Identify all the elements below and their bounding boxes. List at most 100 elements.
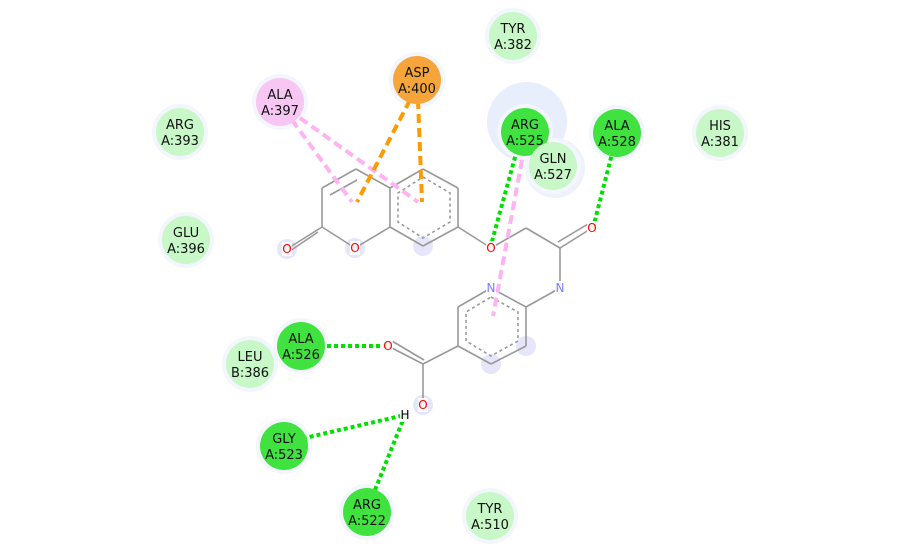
atom-label: O [418, 398, 427, 412]
atom-bg [383, 339, 393, 353]
residue-chain: A:397 [261, 104, 299, 119]
residue-chain: A:381 [701, 135, 739, 150]
bond [321, 226, 356, 249]
bond [422, 168, 459, 189]
atom-label: N [487, 281, 496, 295]
double-bond [286, 231, 319, 254]
residue-disc [226, 340, 274, 388]
residue-disc [393, 56, 441, 104]
bond [457, 345, 492, 365]
residue-disc [593, 109, 641, 157]
residue-chain: A:528 [598, 135, 636, 150]
residue-chain: A:523 [265, 448, 303, 463]
atom-bg [555, 281, 565, 295]
residue-disc [489, 12, 537, 60]
residue-name: TYR [500, 22, 526, 37]
residue-chain: A:400 [398, 82, 436, 97]
interaction-pi-anion [416, 99, 424, 203]
residue-name: ALA [604, 119, 629, 134]
atom-label: O [350, 241, 359, 255]
residue-chain: B:386 [231, 366, 269, 381]
bond [457, 287, 492, 308]
residue-chain: A:526 [282, 348, 320, 363]
atom-bg [400, 408, 410, 422]
atom-bg [282, 242, 292, 256]
bond [559, 227, 593, 249]
residue-chain: A:396 [167, 242, 205, 257]
atom-bg [587, 221, 597, 235]
atom-label: O [486, 241, 495, 255]
bond [525, 227, 561, 249]
residue-name: ARG [511, 118, 539, 133]
residue-disc [466, 492, 514, 540]
residue-chain: A:522 [348, 514, 386, 529]
bond [389, 226, 424, 247]
bond [422, 345, 459, 365]
aromatic-ring [397, 176, 451, 239]
residue-disc [343, 488, 391, 536]
aromatic-ring [465, 296, 519, 357]
double-bond [391, 340, 425, 361]
residue-chain: A:382 [494, 38, 532, 53]
residue-name: HIS [709, 119, 731, 134]
atom-bg [486, 281, 496, 295]
residue-name: ARG [353, 498, 381, 513]
bond [525, 287, 561, 308]
bond [286, 226, 323, 250]
bond [321, 168, 357, 189]
residue-chain: A:510 [471, 518, 509, 533]
residues: TYRA:382ASPA:400ALAA:397ARGA:393ARGA:525… [156, 12, 744, 540]
interaction-pi-alkyl [290, 118, 354, 204]
residue-name: LEU [238, 350, 263, 365]
residue-disc [277, 322, 325, 370]
residue-name: ALA [288, 332, 313, 347]
interactions [290, 99, 615, 491]
atom-bg [350, 241, 360, 255]
atom-label: O [383, 339, 392, 353]
bond [490, 227, 527, 249]
atom-label: O [587, 221, 596, 235]
interaction-hbond [591, 149, 615, 229]
residue-name: ARG [166, 118, 194, 133]
bond [422, 226, 459, 247]
solvent-halos [152, 8, 748, 544]
residue-name: ASP [405, 66, 430, 81]
residue-chain: A:393 [161, 134, 199, 149]
bond [387, 345, 424, 365]
double-bond [557, 223, 589, 243]
residue-name: GLU [173, 226, 199, 241]
interaction-pi-anion [355, 99, 412, 203]
residue-chain: A:525 [506, 134, 544, 149]
residue-disc [501, 108, 549, 156]
interaction-hbond [373, 414, 407, 491]
residue-name: GLY [272, 432, 296, 447]
interaction-hbond [295, 413, 406, 442]
atom-label: N [556, 281, 565, 295]
residue-name: ALA [267, 88, 292, 103]
residue-disc [256, 78, 304, 126]
atom-labels: O O O O O O N N H [282, 221, 597, 422]
residue-disc [696, 109, 744, 157]
interaction-pi-alkyl [491, 159, 524, 317]
atom-label: O [282, 242, 291, 256]
atom-label: H [400, 408, 409, 422]
ligand-bonds [286, 168, 593, 405]
interaction-hbond [489, 149, 519, 246]
atom-bg [418, 398, 428, 412]
atom-bg [486, 241, 496, 255]
residue-chain: A:527 [534, 168, 572, 183]
